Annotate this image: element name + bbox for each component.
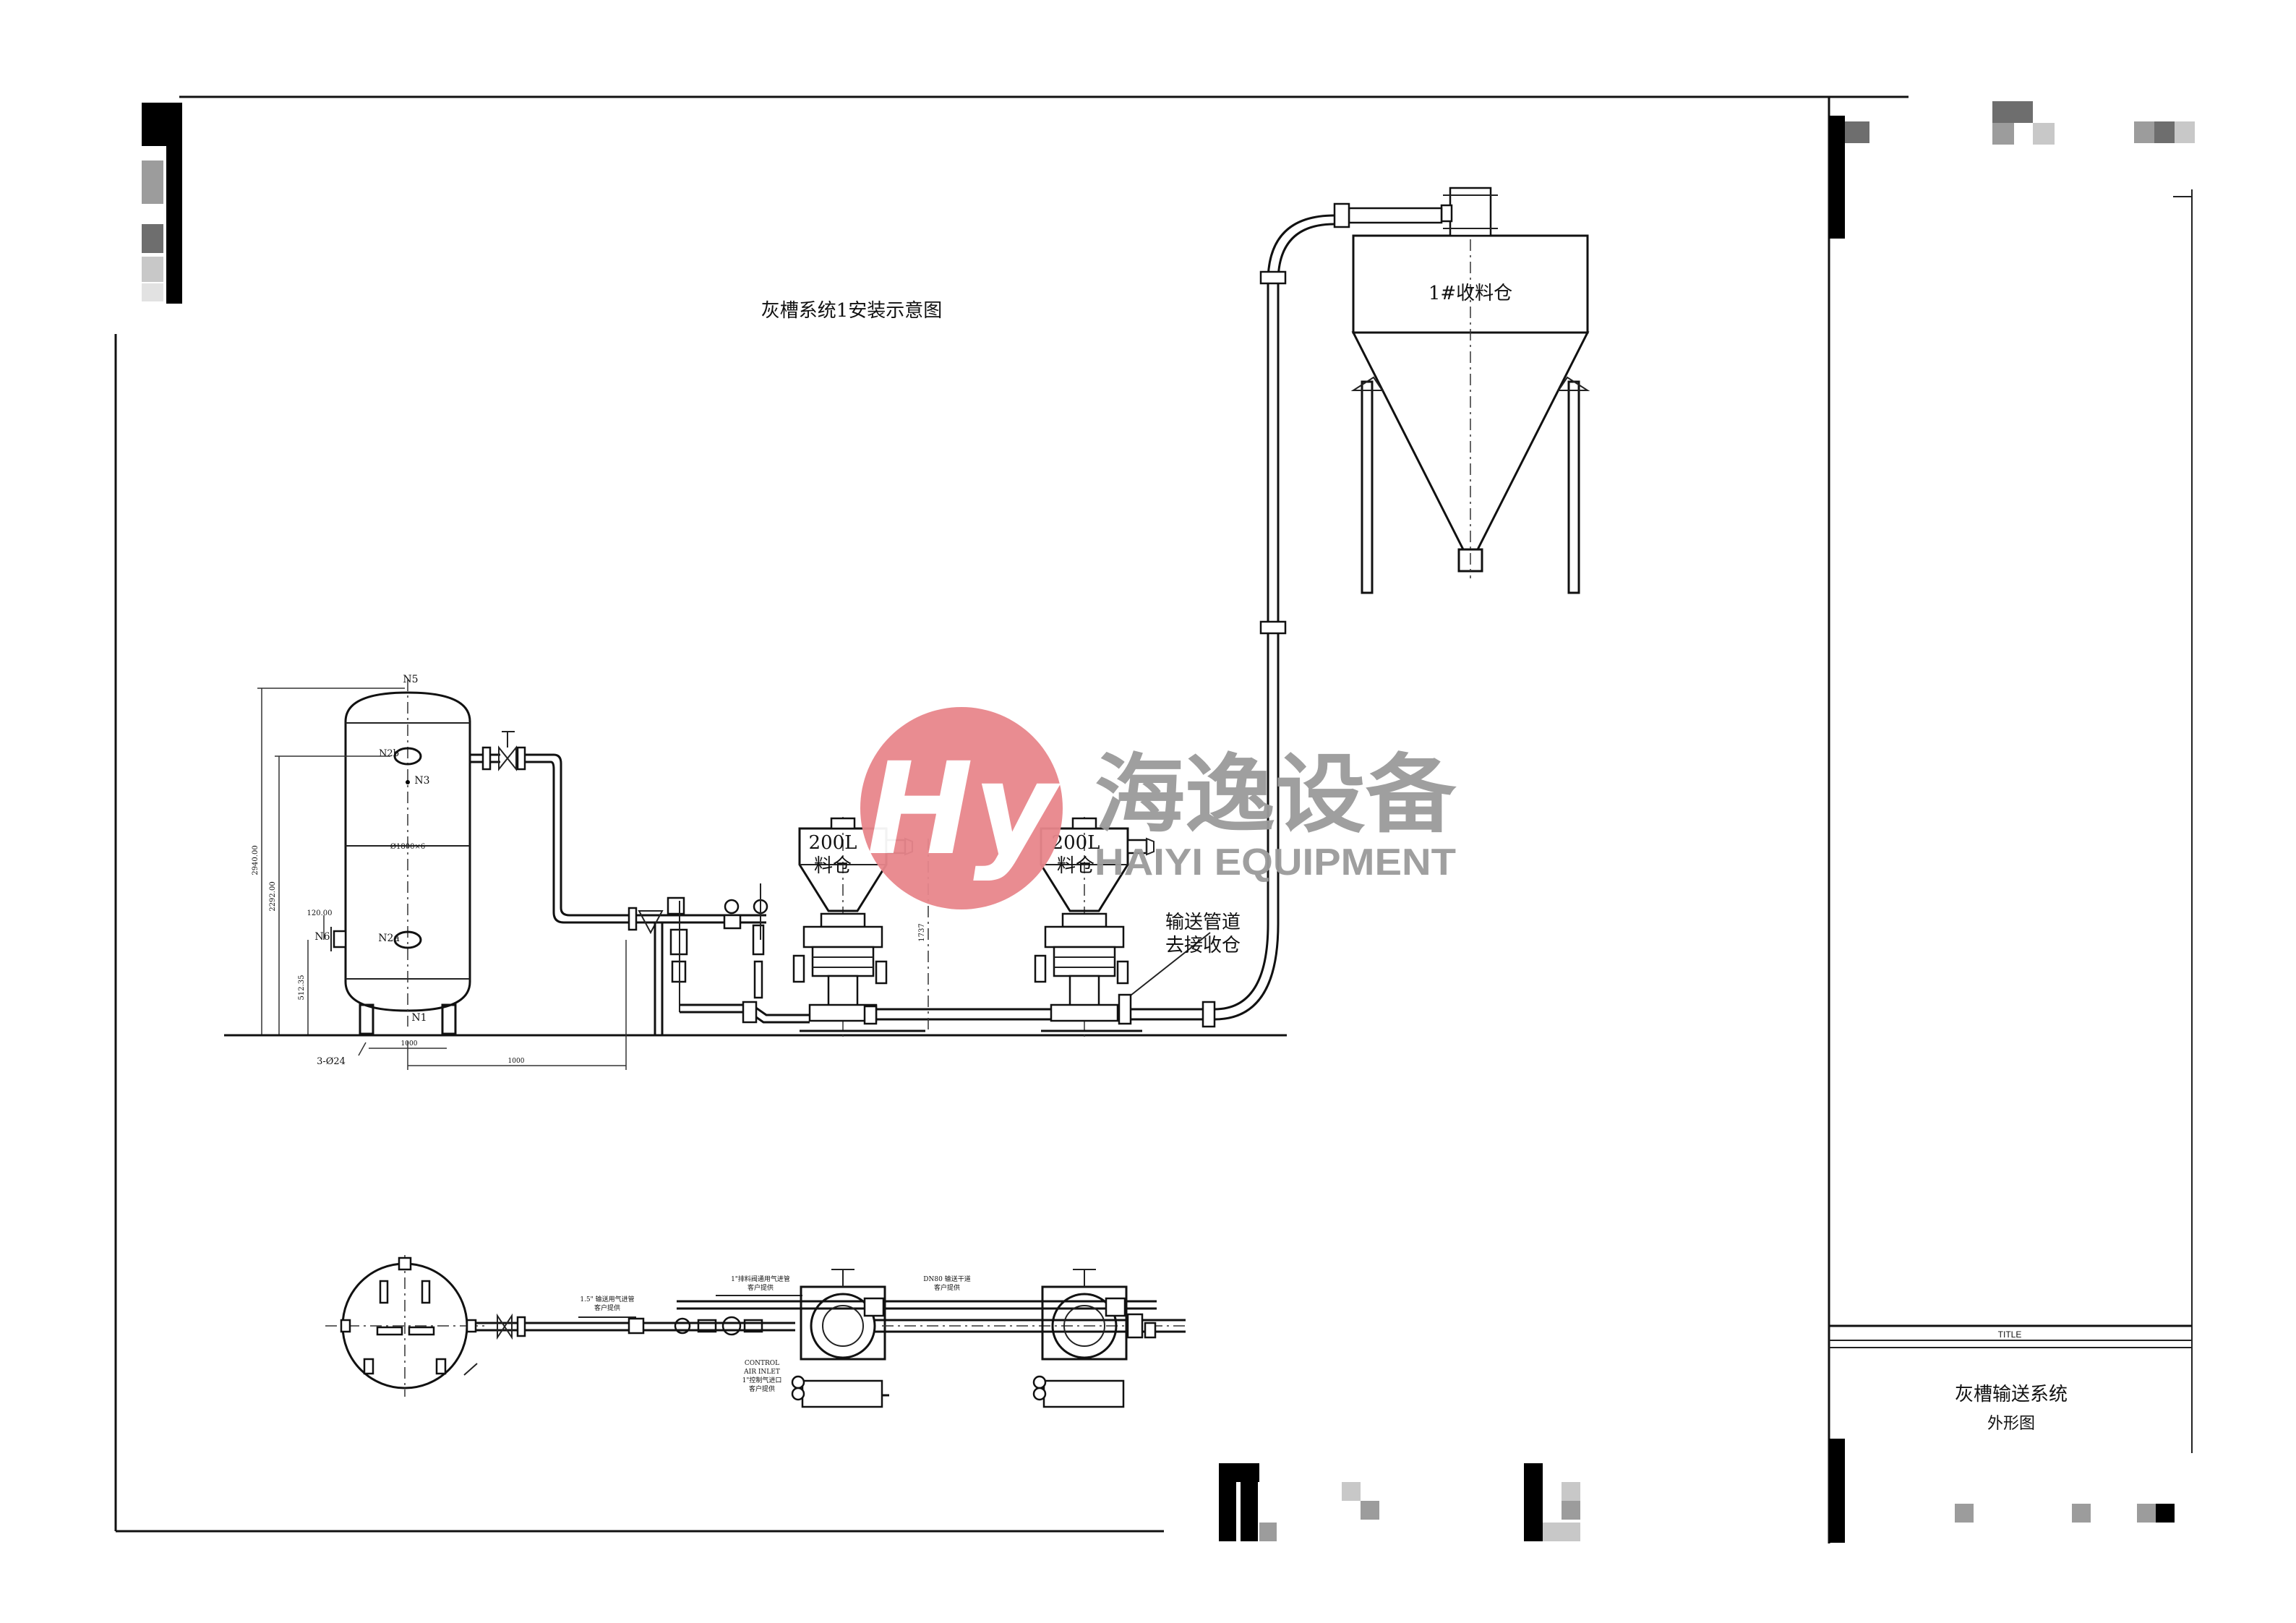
dim-foot-span: 1000 [401, 1040, 418, 1048]
plan-note-control-air-2: AIR INLET [743, 1369, 780, 1376]
tank-diameter: Ø1800×6 [390, 843, 425, 851]
plan-note-control-air-3: 1"控制气进口 [742, 1376, 782, 1384]
plan-note-air-inlet-sub: 客户提供 [594, 1303, 620, 1312]
plan-note-conveying-sub: 客户提供 [934, 1283, 960, 1292]
nozzle-n2a: N2a [378, 933, 400, 944]
dim-base: 3-Ø24 [317, 1056, 346, 1067]
dim-height-2: 2292.00 [269, 881, 277, 911]
dim-vertical: 1737 [918, 923, 926, 941]
plan-view: 1.5" 输送用气进管 客户提供 1"排料阀通用气进管 客户提供 CONTROL… [325, 1255, 1186, 1408]
hopper-2-label: 料仓 [1057, 855, 1095, 877]
conveying-pipe: 输送管道 去接收仓 [810, 202, 1443, 1028]
plan-note-vent: 1"排料阀通用气进管 [731, 1275, 790, 1283]
hopper-2-volume: 200L [1052, 832, 1100, 854]
plan-note-vent-sub: 客户提供 [748, 1283, 774, 1292]
dim-height-3: 512.35 [298, 975, 306, 1001]
air-receiver-tank: N5 N2b N3 N2a N6 N1 Ø1800×6 2940.00 2292… [224, 674, 1287, 1070]
receiving-silo: 1#收料仓 [1350, 187, 1590, 594]
sheet-frame [114, 95, 2193, 1543]
hopper-1-volume: 200L [809, 832, 857, 854]
watermark-cn-name: 海逸设备 [1095, 745, 1457, 844]
plan-note-air-inlet: 1.5" 输送用气进管 [580, 1295, 634, 1303]
nozzle-n5: N5 [403, 674, 418, 685]
company-watermark: Hy 海逸设备 HAIYI EQUIPMENT [860, 707, 1457, 909]
watermark-en-name: HAIYI EQUIPMENT [1095, 842, 1456, 883]
hopper-1-label: 料仓 [814, 855, 852, 877]
plan-note-conveying: DN80 输送干道 [923, 1275, 970, 1283]
nozzle-n6: N6 [314, 931, 330, 943]
plan-note-control-air-1: CONTROL [745, 1360, 779, 1367]
dim-height-total: 2940.00 [252, 845, 260, 875]
title-block-name: 灰槽输送系统 [1955, 1384, 2068, 1405]
dim-n6-offset: 120.00 [307, 909, 333, 917]
pipe-note-1: 输送管道 [1165, 912, 1241, 933]
dim-pipe-run: 1000 [508, 1058, 525, 1065]
valve-manifold [627, 883, 810, 1035]
title-block: TITLE 灰槽输送系统 外形图 [1829, 1324, 2192, 1433]
pipe-note-2: 去接收仓 [1165, 935, 1241, 956]
watermark-logo-disc [860, 707, 1063, 909]
drawing-title: 灰槽系统1安装示意图 [761, 300, 943, 322]
title-block-header: TITLE [1998, 1329, 2022, 1340]
watermark-logo-letters: Hy [867, 735, 1061, 883]
title-block-subtitle: 外形图 [1987, 1415, 2035, 1433]
plan-note-control-air-4: 客户提供 [749, 1384, 775, 1393]
registration-marks [142, 101, 2195, 1543]
pod-vessel-1: 200L 料仓 [792, 817, 925, 1041]
nozzle-n3: N3 [414, 775, 429, 787]
nozzle-n2b: N2b [379, 748, 399, 759]
nozzle-n1: N1 [411, 1012, 427, 1024]
silo-label: 1#收料仓 [1428, 283, 1512, 304]
